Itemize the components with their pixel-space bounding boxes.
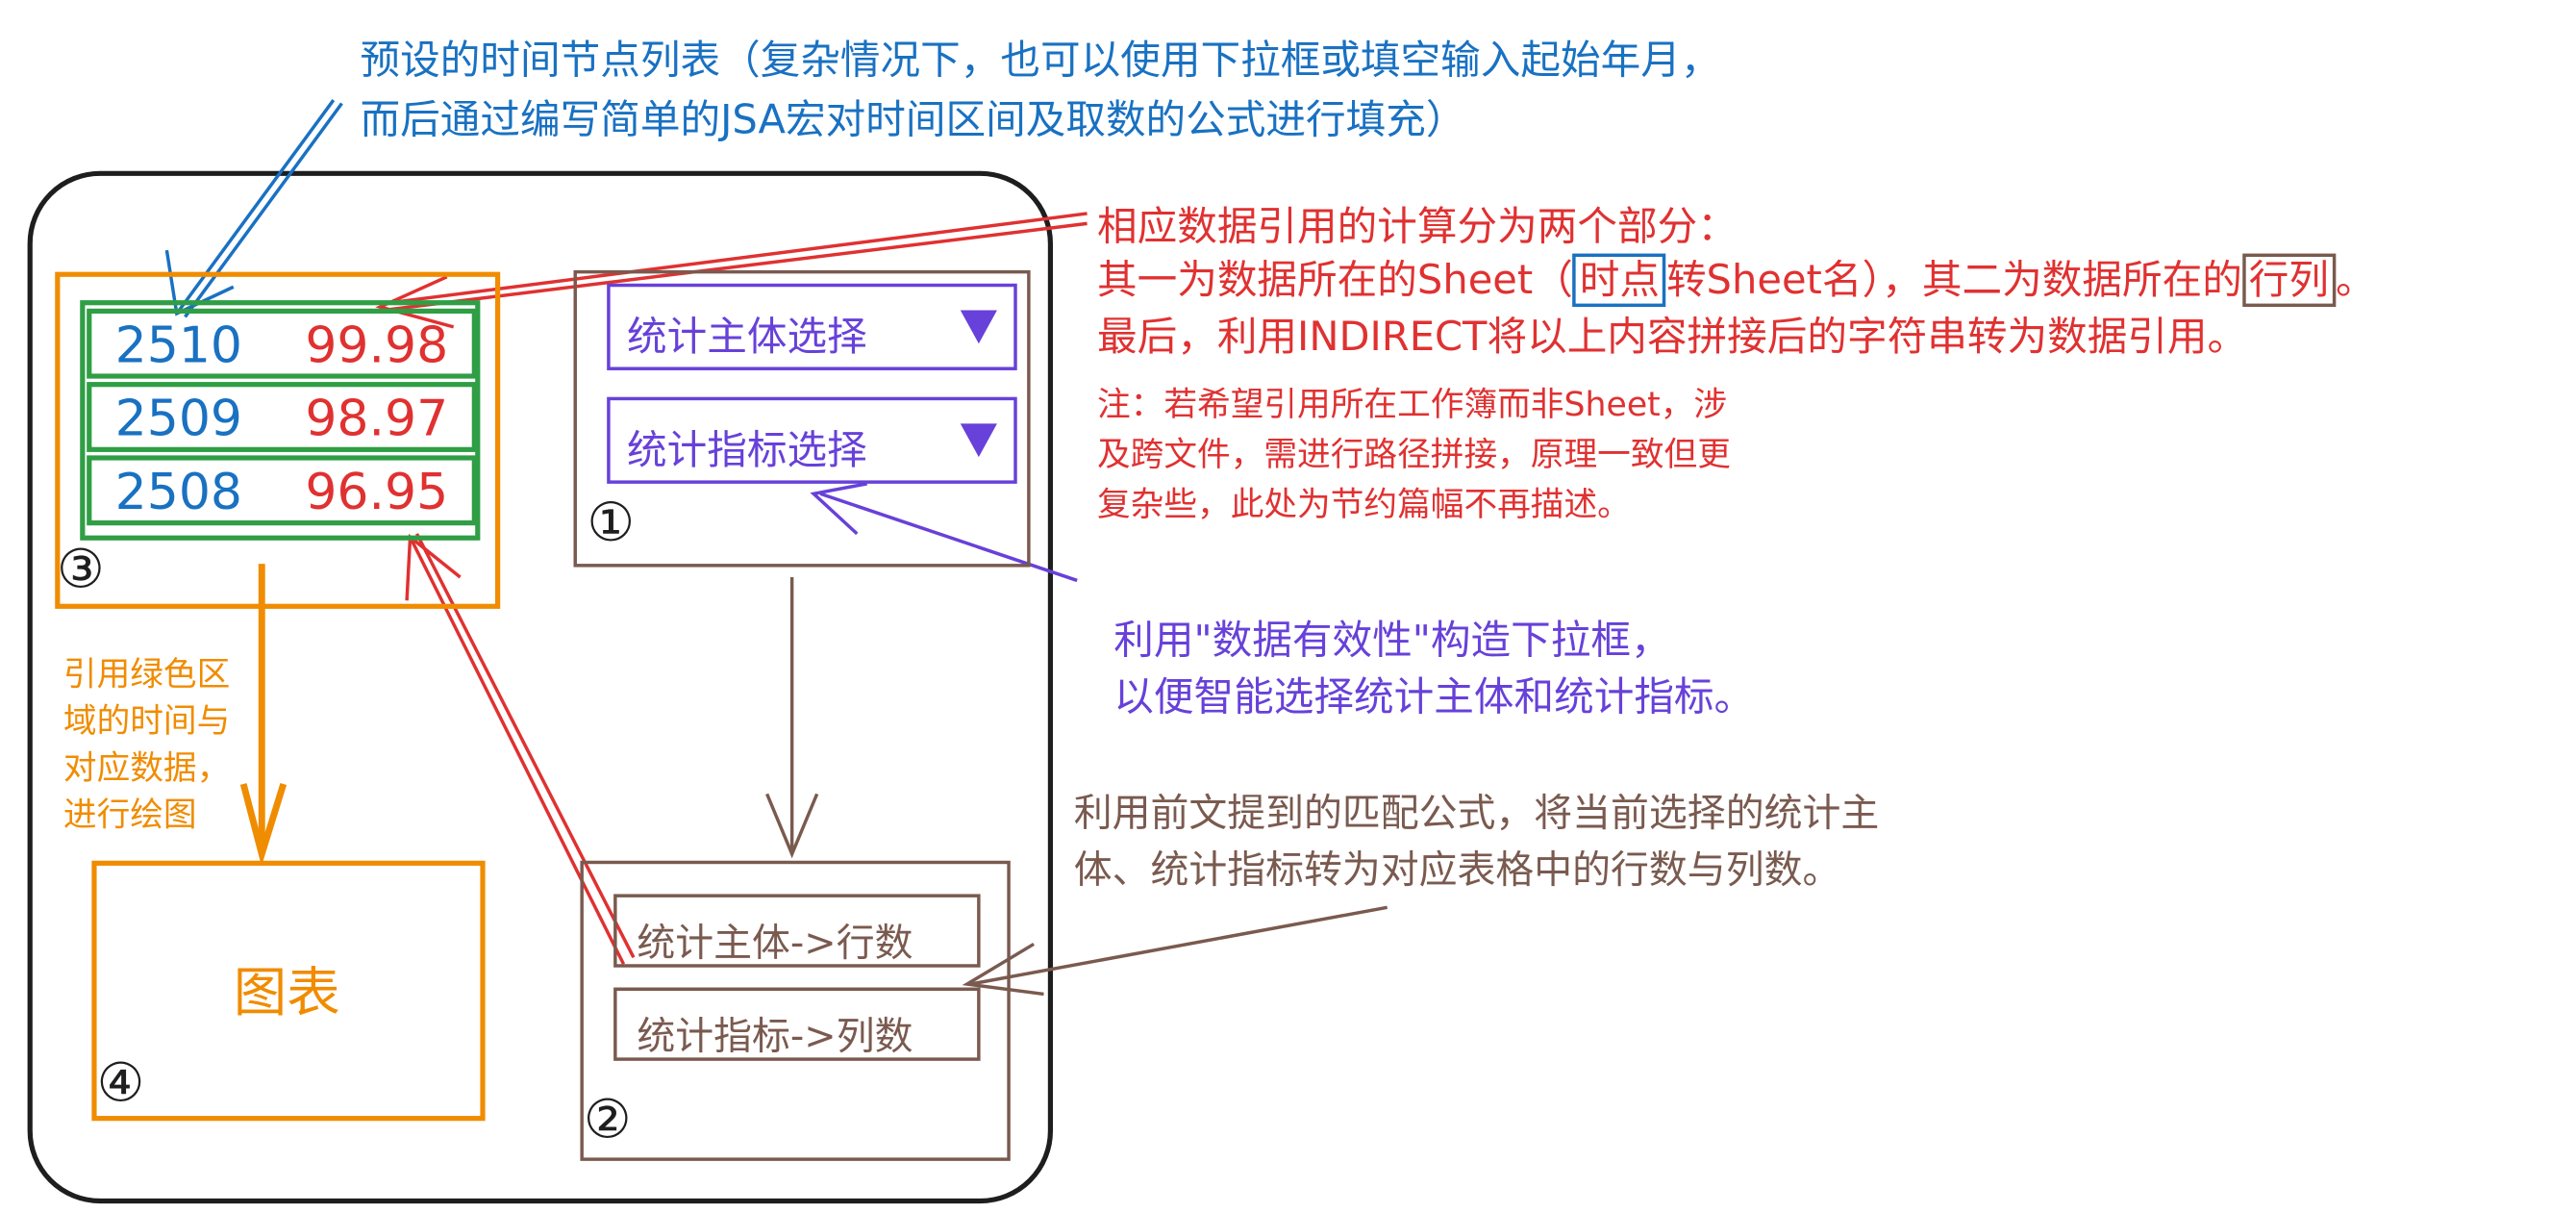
red-note-part-c: 转Sheet名），其二为数据所在的 bbox=[1665, 257, 2242, 304]
dropdown-arrow-icon bbox=[960, 310, 997, 344]
outer-frame bbox=[27, 170, 1054, 1204]
red-note-part-e: 。 bbox=[2335, 257, 2376, 304]
chart-label: 图表 bbox=[233, 960, 340, 1024]
highlight-shidian: 时点 bbox=[1572, 253, 1666, 308]
red-note-sub1: 注：若希望引用所在工作簿而非Sheet，涉 bbox=[1096, 383, 1728, 424]
orange-note-line1: 引用绿色区 bbox=[63, 653, 231, 695]
purple-arrow bbox=[810, 482, 1078, 583]
red-note-line2: 其一为数据所在的Sheet（时点转Sheet名），其二为数据所在的行列。 bbox=[1096, 247, 2376, 308]
subject-dropdown[interactable]: 统计主体选择 bbox=[607, 283, 1017, 370]
time-list-row: 2508 96.95 bbox=[87, 455, 477, 526]
calc-container bbox=[580, 860, 1011, 1161]
time-list-row: 2510 99.98 bbox=[87, 308, 477, 379]
data-value: 98.97 bbox=[305, 390, 449, 449]
period-value: 2508 bbox=[114, 464, 243, 522]
red-note-sub2: 及跨文件，需进行路径拼接，原理一致但更 bbox=[1096, 433, 1731, 474]
highlight-hanglie: 行列 bbox=[2241, 253, 2336, 308]
top-note-line1: 预设的时间节点列表（复杂情况下，也可以使用下拉框或填空输入起始年月， bbox=[360, 37, 1721, 84]
brown-note-line2: 体、统计指标转为对应表格中的行数与列数。 bbox=[1073, 848, 1841, 893]
red-note-line3: 最后，利用INDIRECT将以上内容拼接后的字符串转为数据引用。 bbox=[1096, 313, 2248, 361]
red-note-part-a: 其一为数据所在的Sheet（ bbox=[1096, 257, 1573, 304]
top-note-line2: 而后通过编写简单的JSA宏对时间区间及取数的公式进行填充） bbox=[360, 96, 1466, 144]
red-arrow-to-list bbox=[375, 212, 1088, 329]
brown-note-line1: 利用前文提到的匹配公式，将当前选择的统计主 bbox=[1073, 792, 1880, 836]
indicator-dropdown-label: 统计指标选择 bbox=[626, 426, 867, 474]
marker-1: ① bbox=[587, 490, 636, 554]
orange-note-line2: 域的时间与 bbox=[63, 700, 231, 741]
brown-arrow-down bbox=[765, 576, 819, 859]
red-note-line1: 相应数据引用的计算分为两个部分： bbox=[1096, 203, 1738, 251]
col-calc-label: 统计指标->列数 bbox=[637, 1016, 913, 1060]
marker-2: ② bbox=[583, 1087, 632, 1151]
marker-3: ③ bbox=[56, 537, 105, 601]
orange-note-line4: 进行绘图 bbox=[63, 794, 197, 834]
time-list-green-area bbox=[80, 300, 481, 541]
chart-box bbox=[91, 860, 486, 1122]
period-value: 2510 bbox=[114, 316, 243, 376]
purple-note-line2: 以便智能选择统计主体和统计指标。 bbox=[1113, 673, 1755, 721]
col-calc-box: 统计指标->列数 bbox=[613, 987, 981, 1061]
time-list-container bbox=[55, 271, 501, 609]
orange-note-line3: 对应数据， bbox=[63, 746, 231, 788]
subject-dropdown-label: 统计主体选择 bbox=[626, 313, 867, 361]
period-value: 2509 bbox=[114, 390, 243, 449]
marker-4: ④ bbox=[96, 1050, 145, 1115]
row-calc-box: 统计主体->行数 bbox=[613, 894, 981, 968]
red-note-sub3: 复杂些，此处为节约篇幅不再描述。 bbox=[1096, 483, 1631, 524]
purple-note-line1: 利用"数据有效性"构造下拉框， bbox=[1113, 617, 1671, 665]
time-list-row: 2509 98.97 bbox=[87, 382, 477, 452]
indicator-dropdown[interactable]: 统计指标选择 bbox=[607, 396, 1017, 484]
data-value: 96.95 bbox=[305, 464, 449, 522]
row-calc-label: 统计主体->行数 bbox=[637, 922, 913, 966]
brown-arrow-left bbox=[962, 905, 1388, 997]
orange-arrow bbox=[239, 564, 288, 867]
dropdown-arrow-icon bbox=[960, 423, 997, 458]
data-value: 99.98 bbox=[305, 316, 449, 376]
selector-container bbox=[573, 269, 1031, 568]
